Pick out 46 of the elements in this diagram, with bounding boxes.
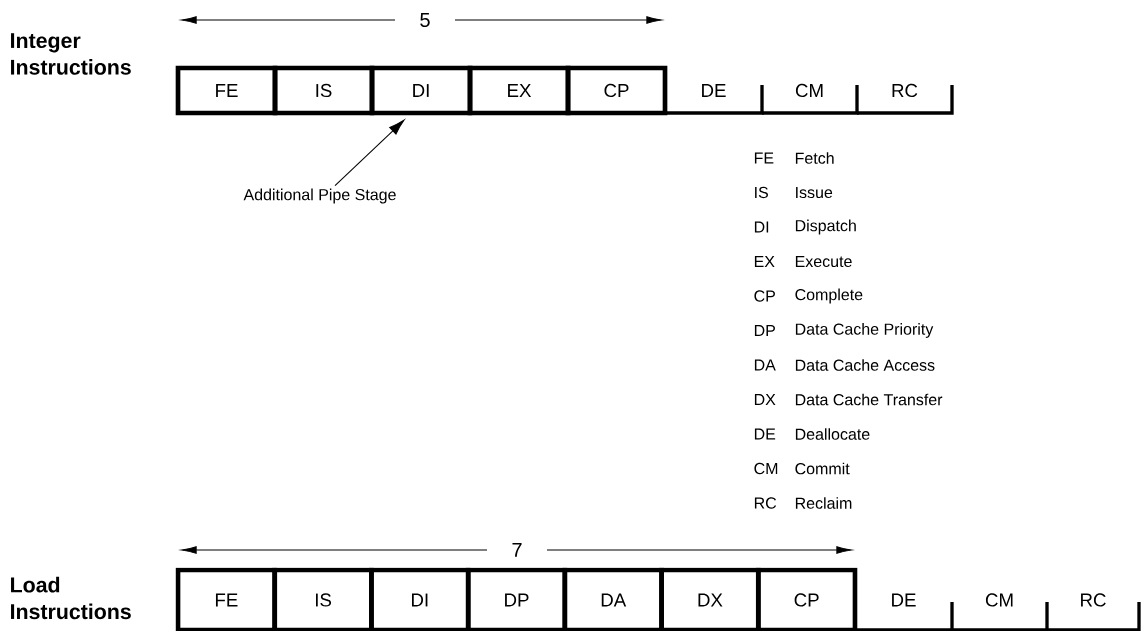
- stage-box: DI: [369, 567, 471, 631]
- stage-cell: RC: [857, 83, 954, 115]
- legend-abbreviation: DX: [754, 394, 776, 405]
- stage-box: FE: [175, 567, 278, 631]
- legend-abbreviation: DA: [754, 359, 776, 371]
- stage-box: CP: [565, 65, 668, 116]
- legend-abbreviation: DI: [754, 221, 769, 233]
- legend-text: Data Cache Transfer: [795, 393, 943, 406]
- legend-text: Fetch: [795, 152, 834, 164]
- stage-box: CP: [755, 567, 858, 631]
- arrow: [334, 119, 405, 187]
- legend-abbreviation: DP: [754, 325, 775, 336]
- label-text: 7: [512, 543, 522, 557]
- legend-abbreviation: CM: [754, 462, 778, 475]
- legend-text: Dispatch: [795, 219, 856, 235]
- stage-box: IS: [272, 65, 375, 116]
- stage-cell: DE: [855, 593, 954, 631]
- legend-text: Complete: [795, 288, 863, 304]
- legend-abbreviation: EX: [754, 256, 775, 267]
- legend-text: Commit: [795, 462, 850, 475]
- row-label: Integer Instructions: [11, 33, 131, 75]
- callout-text: Additional Pipe Stage: [243, 188, 396, 204]
- stage-box: DA: [562, 567, 664, 631]
- legend-abbreviation: CP: [754, 290, 775, 302]
- legend-text: Data Cache Access: [795, 359, 935, 371]
- legend-text: Execute: [795, 255, 852, 268]
- legend-abbreviation: IS: [755, 186, 768, 199]
- legend-text: Deallocate: [795, 428, 870, 440]
- legend-text: Issue: [796, 186, 833, 199]
- row-label: Load Instructions: [11, 576, 131, 620]
- legend-abbreviation: DE: [754, 428, 776, 440]
- stage-box: DX: [659, 567, 761, 631]
- stage-cell: CM: [952, 593, 1049, 631]
- stage-cell: RC: [1047, 593, 1141, 631]
- stage-box: IS: [272, 567, 374, 631]
- legend-abbreviation: FE: [754, 152, 774, 164]
- stage-cell: CM: [762, 83, 859, 115]
- legend-abbreviation: RC: [754, 497, 777, 509]
- stage-box: EX: [467, 65, 571, 116]
- legend-text: Reclaim: [795, 497, 852, 509]
- legend-text: Data Cache Priority: [795, 323, 934, 338]
- stage-box: DI: [369, 65, 473, 116]
- stage-cell: DE: [665, 84, 764, 115]
- stage-box: FE: [175, 65, 278, 116]
- stage-box: DP: [465, 567, 568, 631]
- label-text: 5: [420, 13, 430, 27]
